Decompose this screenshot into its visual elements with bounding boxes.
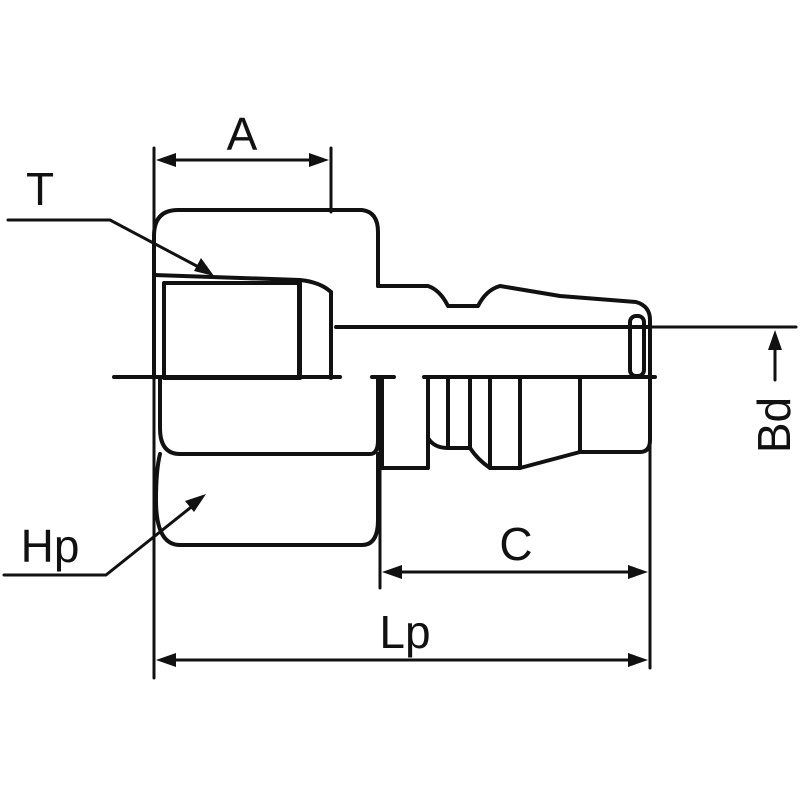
hp-leader-line	[2, 498, 202, 577]
leader-t: T	[6, 163, 214, 276]
label-bd: Bd	[748, 397, 800, 453]
arrowhead	[156, 153, 176, 167]
plug-neck	[380, 376, 430, 470]
thread-top-line	[152, 273, 333, 294]
dimension-bd: Bd	[334, 325, 800, 453]
plug-upper-outline	[376, 284, 652, 380]
hex-body	[152, 208, 380, 547]
dimension-c: C	[382, 518, 648, 579]
plug-lower-outline	[468, 376, 652, 470]
plug-nipple	[334, 284, 652, 470]
label-t: T	[26, 163, 54, 215]
hex-upper-face	[152, 208, 380, 288]
hex-middle-face	[158, 376, 380, 456]
label-lp: Lp	[379, 606, 430, 658]
leader-hp: Hp	[2, 494, 206, 577]
female-thread	[152, 273, 333, 380]
arrowhead	[194, 258, 214, 276]
arrowhead	[185, 494, 206, 512]
t-leader-line	[6, 218, 210, 274]
thread-bore	[162, 281, 301, 380]
label-hp: Hp	[21, 520, 80, 572]
extension-lines	[152, 146, 652, 680]
hex-lower-face	[154, 452, 380, 547]
label-a: A	[227, 108, 258, 160]
arrowhead	[382, 565, 402, 579]
dimension-lp: Lp	[156, 606, 648, 667]
arrowhead	[628, 653, 648, 667]
dimension-a: A	[156, 108, 329, 167]
arrowhead	[156, 653, 176, 667]
label-c: C	[499, 518, 532, 570]
arrowhead	[768, 330, 782, 350]
arrowhead	[309, 153, 329, 167]
arrowhead	[628, 565, 648, 579]
